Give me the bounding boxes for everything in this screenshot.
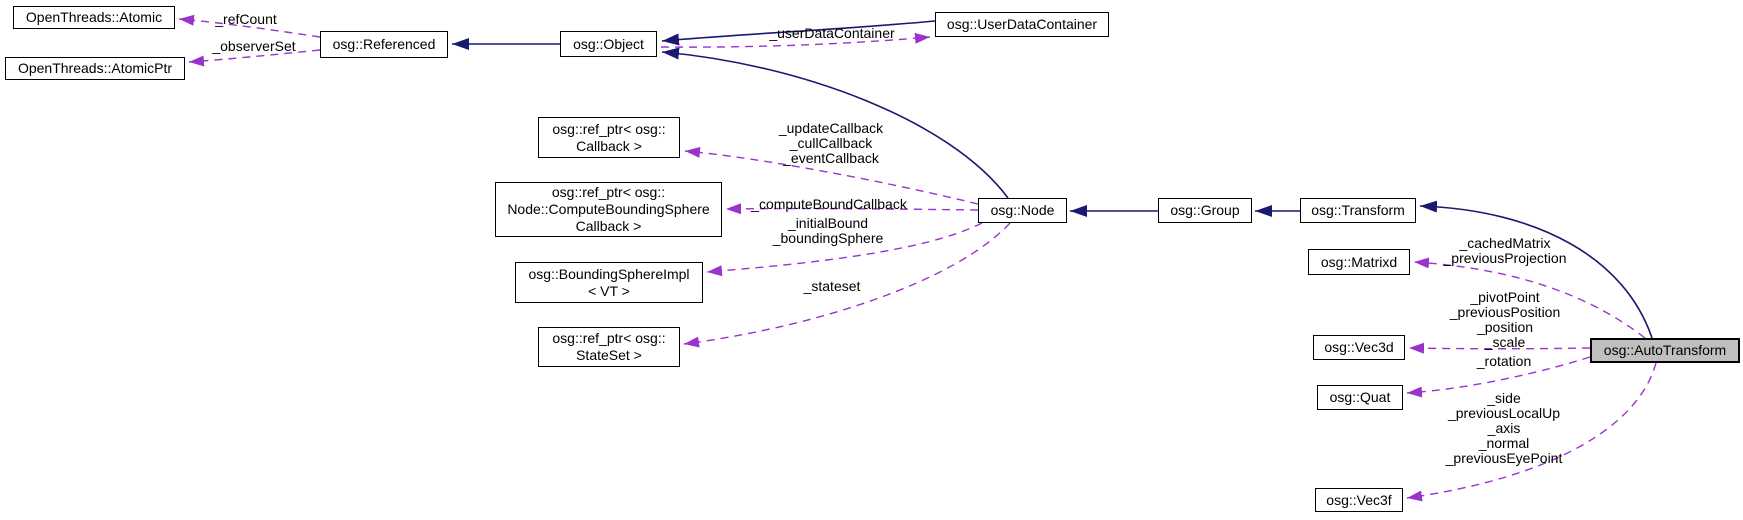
edge-usage-cachedmatrix: [1413, 257, 1646, 339]
node-osg-matrixd[interactable]: osg::Matrixd: [1308, 249, 1410, 275]
node-osg-node[interactable]: osg::Node: [978, 198, 1067, 223]
node-ref-ptr-computeboundingspherecallback[interactable]: osg::ref_ptr< osg:: Node::ComputeBoundin…: [495, 182, 722, 237]
edge-usage-position: [1408, 342, 1591, 354]
edge-usage-refcount: [178, 14, 321, 38]
node-osg-referenced[interactable]: osg::Referenced: [320, 31, 448, 58]
node-openthreads-atomic[interactable]: OpenThreads::Atomic: [13, 6, 175, 29]
edge-usage-observerset: [188, 49, 321, 67]
edge-label-refcount: _refCount: [215, 11, 277, 27]
edge-usage-boundingsphere: [706, 222, 983, 277]
node-osg-transform[interactable]: osg::Transform: [1300, 198, 1416, 223]
edge-label-vec3f-members: _side _previousLocalUp _axis _normal _pr…: [1445, 390, 1563, 466]
node-osg-vec3d[interactable]: osg::Vec3d: [1313, 335, 1405, 360]
node-osg-quat[interactable]: osg::Quat: [1317, 385, 1403, 410]
node-osg-group[interactable]: osg::Group: [1158, 198, 1252, 223]
node-ref-ptr-stateset[interactable]: osg::ref_ptr< osg:: StateSet >: [538, 327, 680, 367]
node-osg-vec3f[interactable]: osg::Vec3f: [1315, 488, 1403, 512]
node-ref-ptr-callback[interactable]: osg::ref_ptr< osg:: Callback >: [538, 117, 680, 158]
edge-label-vec3d-members: _pivotPoint _previousPosition _position …: [1449, 289, 1561, 350]
edge-usage-stateset: [683, 222, 1011, 348]
edge-label-matrix-members: _cachedMatrix _previousProjection: [1443, 235, 1567, 266]
node-openthreads-atomicptr[interactable]: OpenThreads::AtomicPtr: [5, 57, 185, 80]
edge-inherit-node-object: [661, 47, 1009, 199]
edge-label-rotation: _rotation: [1476, 353, 1532, 369]
edge-usage-rotation: [1406, 356, 1591, 398]
edge-usage-userdatacontainer: [660, 32, 931, 48]
edge-usage-vec3f: [1406, 362, 1657, 502]
node-boundingsphereimpl[interactable]: osg::BoundingSphereImpl < VT >: [515, 262, 703, 303]
edge-usage-computeboundcallback: [725, 203, 979, 215]
edge-label-observerset: _observerSet: [212, 38, 296, 54]
node-osg-userdatacontainer[interactable]: osg::UserDataContainer: [935, 12, 1109, 37]
edge-label-callbacks: _updateCallback _cullCallback _eventCall…: [778, 120, 884, 166]
edge-inherit-userdatacontainer-object: [661, 20, 936, 46]
edge-label-bounds: _initialBound _boundingSphere: [772, 215, 884, 246]
edge-label-userdatacontainer: _userDataContainer: [769, 25, 895, 41]
edge-label-computeboundcallback: _computeBoundCallback: [751, 196, 907, 212]
edge-inherit-autotransform-transform: [1419, 200, 1653, 339]
edge-label-stateset: _stateset: [803, 278, 861, 294]
edge-usage-callbacks: [684, 146, 979, 205]
node-osg-object[interactable]: osg::Object: [560, 31, 657, 57]
node-osg-autotransform: osg::AutoTransform: [1590, 338, 1740, 363]
